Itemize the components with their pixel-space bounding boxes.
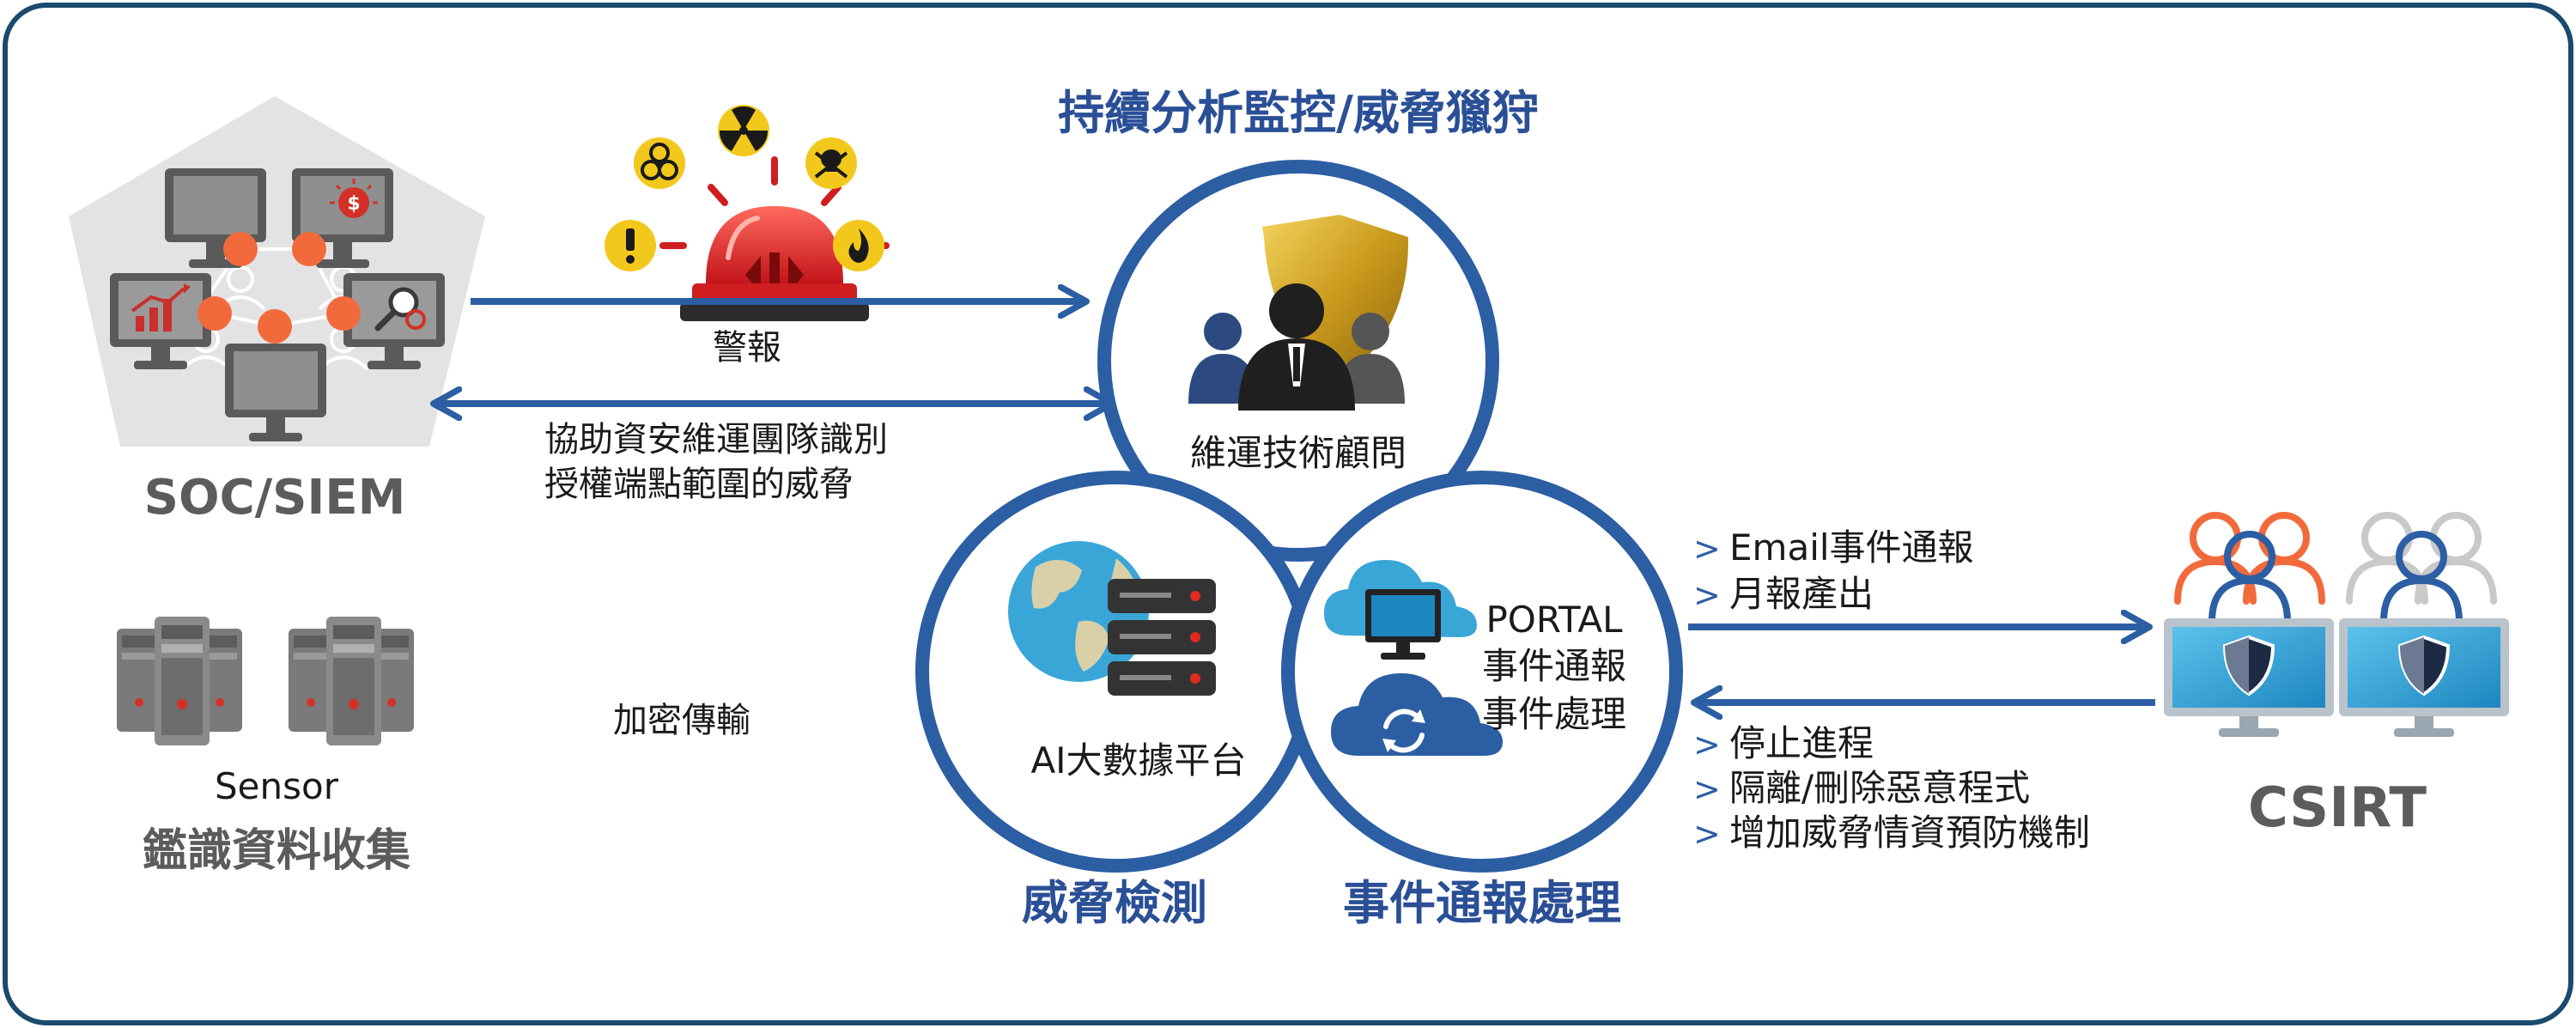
outgoing-item-2: 月報產出 xyxy=(1729,573,1874,615)
threat-detection-caption: 威脅檢測 xyxy=(1022,876,1207,930)
outgoing-item-1: Email事件通報 xyxy=(1729,526,1974,569)
incident-handling-caption: 事件通報處理 xyxy=(1343,876,1621,930)
incoming-bullet-1: > xyxy=(1693,726,1721,763)
alarm-label: 警報 xyxy=(713,328,781,368)
incoming-item-1: 停止進程 xyxy=(1729,722,1874,764)
sensor-server-tower-icon xyxy=(117,617,414,745)
radiation-icon xyxy=(718,105,769,156)
incoming-item-3: 增加威脅情資預防機制 xyxy=(1729,812,2090,854)
incoming-item-2: 隔離/刪除惡意程式 xyxy=(1729,767,2030,809)
outgoing-bullet-1: > xyxy=(1693,530,1721,568)
svg-text:$: $ xyxy=(347,193,360,215)
assist-line1: 協助資安維運團隊識別 xyxy=(544,420,888,459)
incoming-list: > 停止進程 > 隔離/刪除惡意程式 > 增加威脅情資預防機制 xyxy=(1693,722,2090,854)
outgoing-bullet-2: > xyxy=(1693,576,1721,614)
circle-left-label: AI大數據平台 xyxy=(1030,739,1246,782)
skull-icon xyxy=(805,137,857,189)
outgoing-list: > Email事件通報 > 月報產出 xyxy=(1693,526,1974,615)
top-title: 持續分析監控/威脅獵狩 xyxy=(1058,86,1539,140)
sensor-label: Sensor xyxy=(215,765,339,807)
fire-icon xyxy=(833,220,884,271)
encrypt-label: 加密傳輸 xyxy=(613,701,750,740)
circle-right-line3: 事件處理 xyxy=(1482,693,1626,735)
circle-right-line1: PORTAL xyxy=(1485,599,1623,641)
assist-line2: 授權端點範圍的威脅 xyxy=(544,465,854,504)
soc-label: SOC/SIEM xyxy=(144,470,406,526)
globe-server-icon xyxy=(1008,541,1216,696)
incoming-bullet-2: > xyxy=(1693,770,1721,808)
circle-top-label: 維運技術顧問 xyxy=(1190,432,1406,474)
biohazard-icon xyxy=(634,137,685,189)
consultant-shield-icon xyxy=(1188,215,1409,411)
cloud-monitor-icon xyxy=(1324,560,1503,756)
warning-icon xyxy=(605,220,656,271)
soc-pentagon-monitor-network-icon: $ xyxy=(69,96,485,447)
csirt-team-shield-monitor-icon xyxy=(2164,512,2509,737)
incoming-bullet-3: > xyxy=(1693,815,1721,853)
sensor-caption: 鑑識資料收集 xyxy=(143,825,410,877)
csirt-label: CSIRT xyxy=(2248,776,2427,840)
circle-right-line2: 事件通報 xyxy=(1482,645,1626,687)
